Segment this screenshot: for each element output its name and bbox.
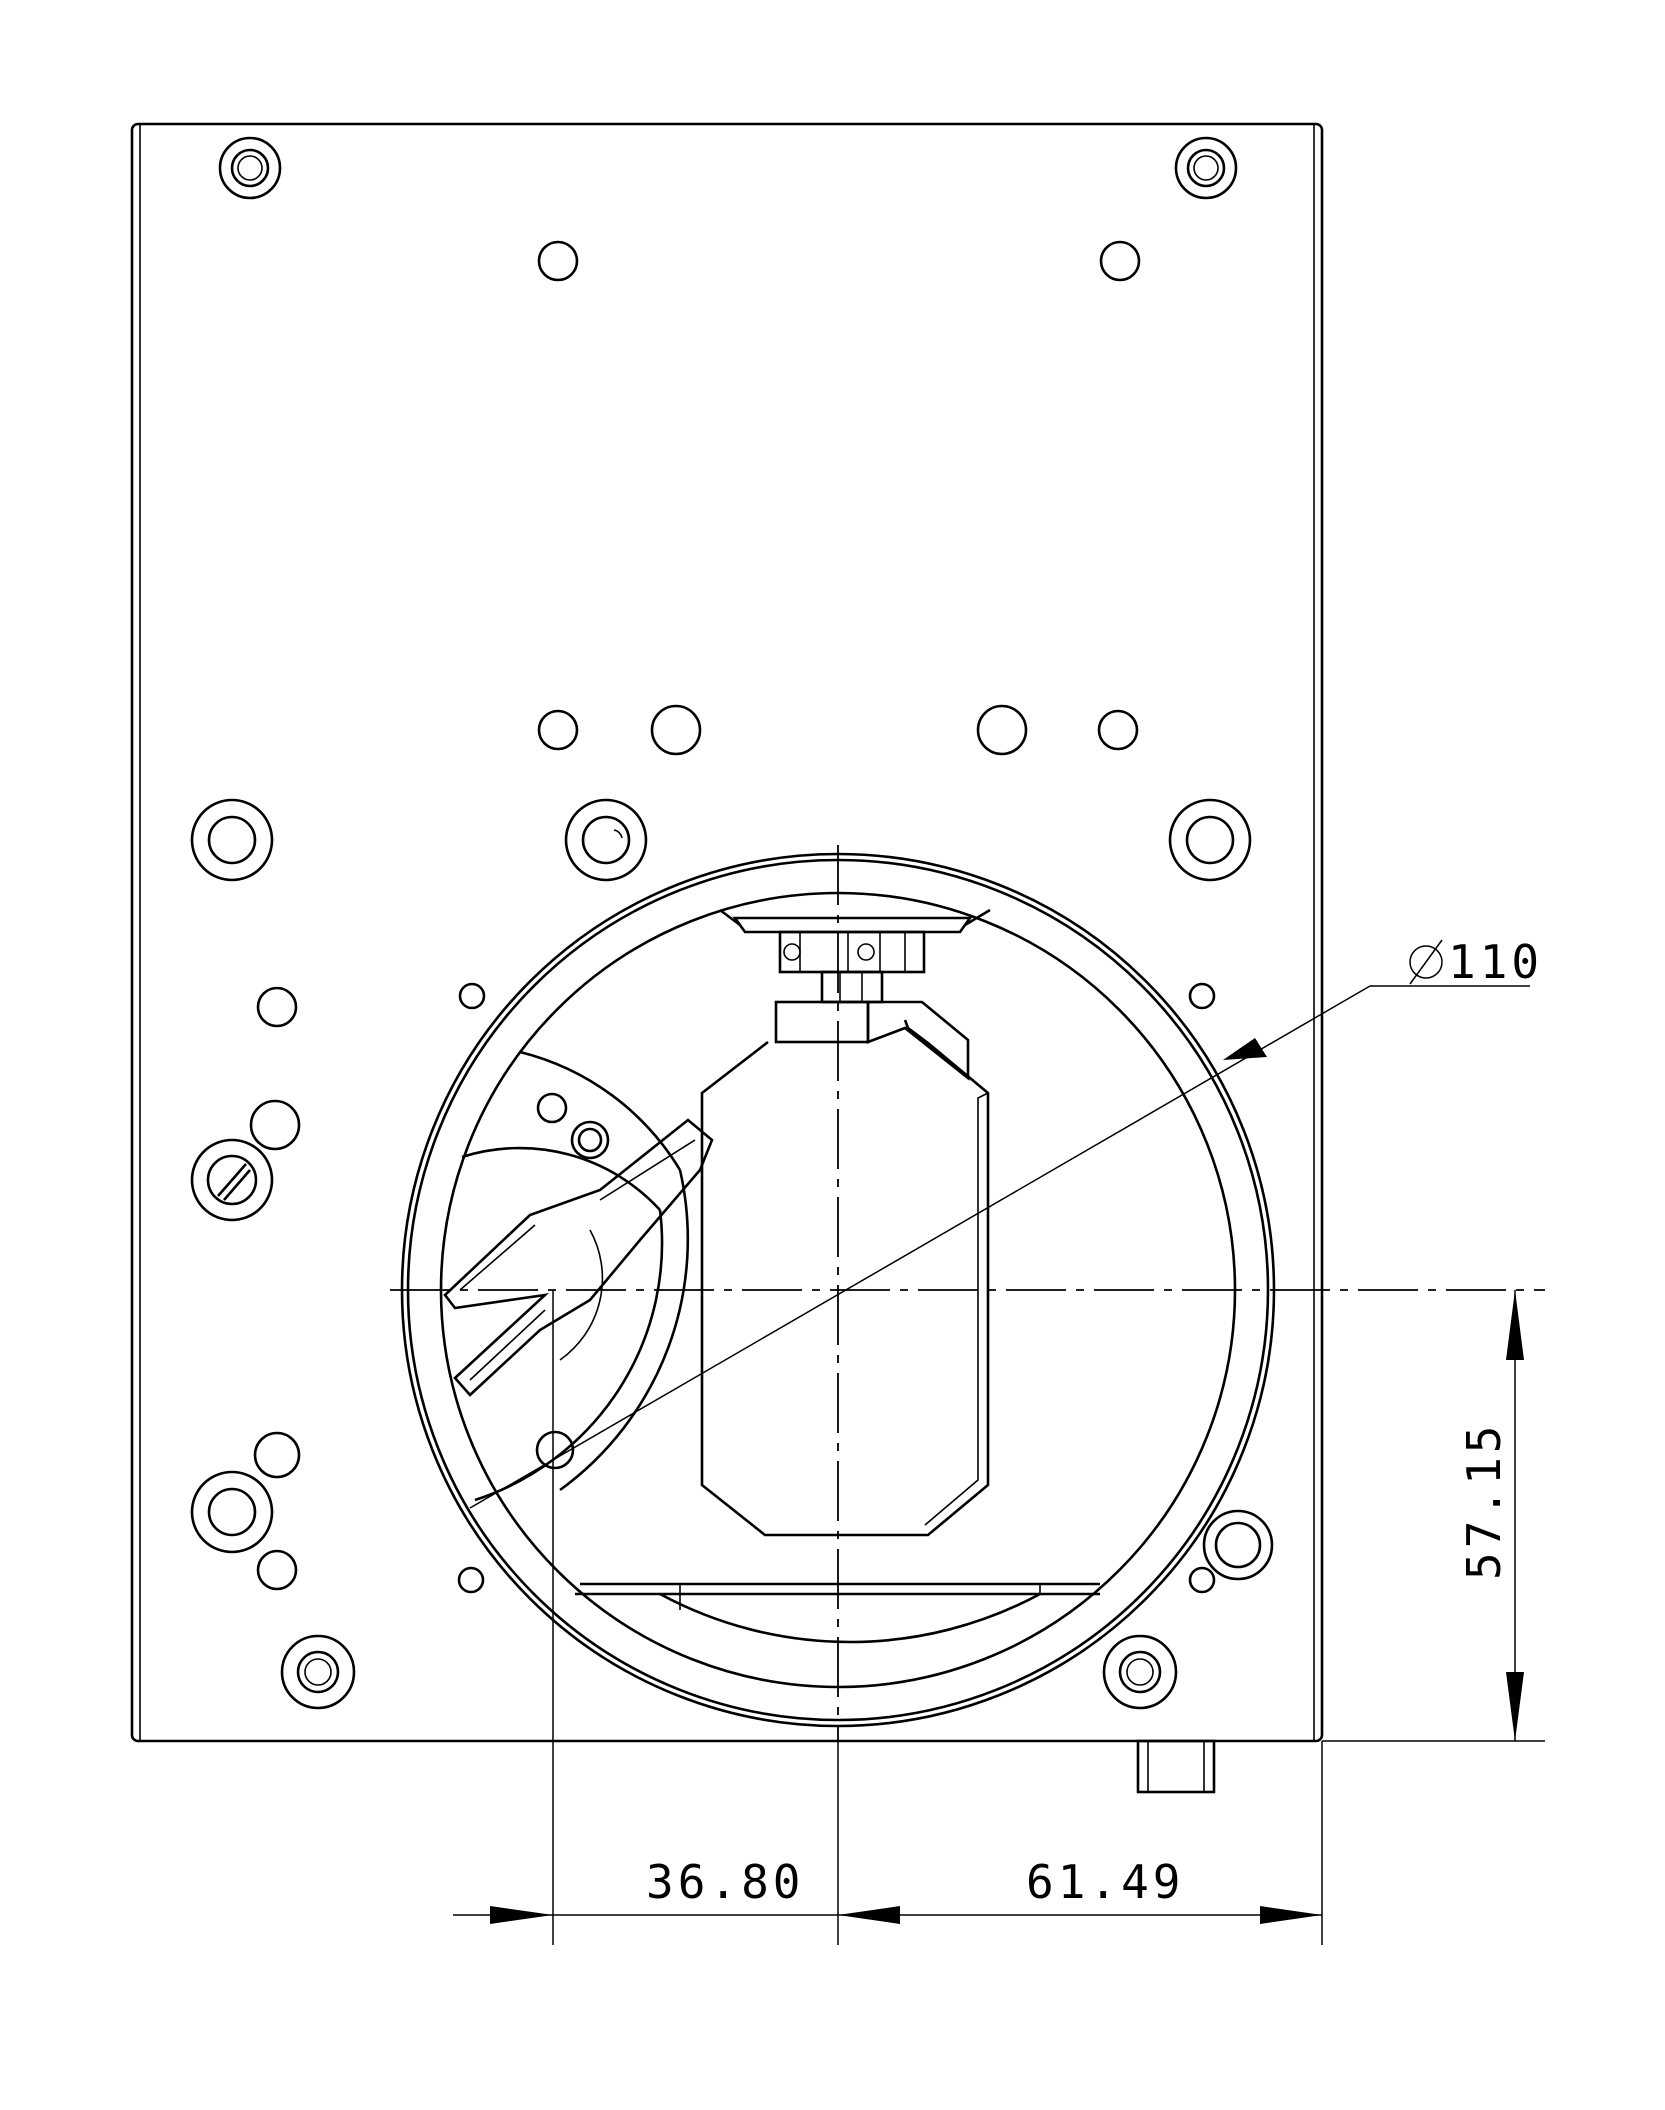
diameter-symbol-icon [1409,939,1443,985]
right-offset-dimension: 61.49 [1026,1855,1184,1909]
rotor-assembly [443,1050,714,1502]
vertical-offset-dimension: 57.15 [1457,1422,1511,1580]
arrow-vertical-bottom [1506,1672,1524,1741]
vertical-dimension [1506,1290,1524,1741]
diameter-label: 110 [1409,935,1543,989]
boss-center-upper [564,798,648,882]
center-lines [390,845,1545,1740]
arrow-vertical-top [1506,1290,1524,1360]
diameter-leader [469,985,1530,1509]
connector-top [719,908,991,974]
left-offset-dimension: 36.80 [646,1855,804,1909]
diameter-value: 110 [1448,935,1543,989]
screw-hole-top-left [218,136,282,200]
boss-right-upper [1168,798,1252,882]
diameter-arrow [1223,1038,1267,1060]
cylinder-body [700,970,990,1537]
mounting-plate [130,122,1324,1743]
horizontal-dimension [453,1906,1322,1924]
bottom-tab [1136,1739,1216,1794]
plain-holes [249,240,1216,1594]
screw-hole-top-right [1174,136,1238,200]
arrow-left-offset [490,1906,553,1924]
boss-right-lower [1202,1509,1274,1581]
boss-left-upper [190,798,274,882]
arrow-right-end [1260,1906,1322,1924]
extension-lines [552,1290,1545,1945]
screw-hole-bottom-right [1102,1634,1178,1710]
boss-left-lower [190,1470,274,1554]
boss-left-slotted [190,1138,274,1222]
screw-hole-bottom-left [280,1634,356,1710]
arrow-mid-right [838,1906,900,1924]
